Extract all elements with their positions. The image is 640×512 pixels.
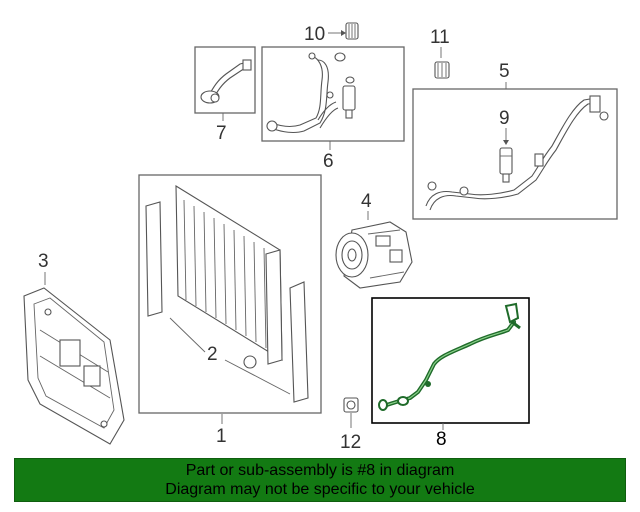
callout-8[interactable]: 8 [436,429,447,450]
part-10-cap[interactable] [345,22,359,40]
part-7-hose[interactable] [194,46,256,114]
callout-3[interactable]: 3 [38,251,49,272]
part-8-highlighted-hose[interactable] [371,297,530,424]
callout-1[interactable]: 1 [216,426,227,447]
part-3-frame[interactable] [23,287,125,445]
arrow-9 [503,140,509,145]
banner-line-2: Diagram may not be specific to your vehi… [165,481,475,498]
callout-12[interactable]: 12 [340,432,361,453]
callout-6[interactable]: 6 [323,151,334,172]
part-6-hose-assembly[interactable] [261,46,405,142]
callout-4[interactable]: 4 [361,191,372,212]
callout-7[interactable]: 7 [216,123,227,144]
callout-11[interactable]: 11 [430,27,450,48]
callout-5[interactable]: 5 [499,61,510,82]
part-11-cap[interactable] [434,61,450,79]
part-12-cap[interactable] [343,397,359,413]
callout-2[interactable]: 2 [207,344,218,365]
arrow-10 [341,30,346,36]
info-banner: Part or sub-assembly is #8 in diagram Di… [14,458,626,502]
callout-9[interactable]: 9 [499,108,510,129]
callout-10[interactable]: 10 [304,24,325,45]
part-1-condenser[interactable] [138,174,322,414]
leader-2a [169,317,206,353]
part-4-compressor[interactable] [335,221,413,289]
part-9-switch[interactable] [499,147,513,183]
part-5-hose-assembly[interactable] [412,88,618,220]
banner-line-1: Part or sub-assembly is #8 in diagram [185,462,455,479]
leader-2b [224,359,291,395]
